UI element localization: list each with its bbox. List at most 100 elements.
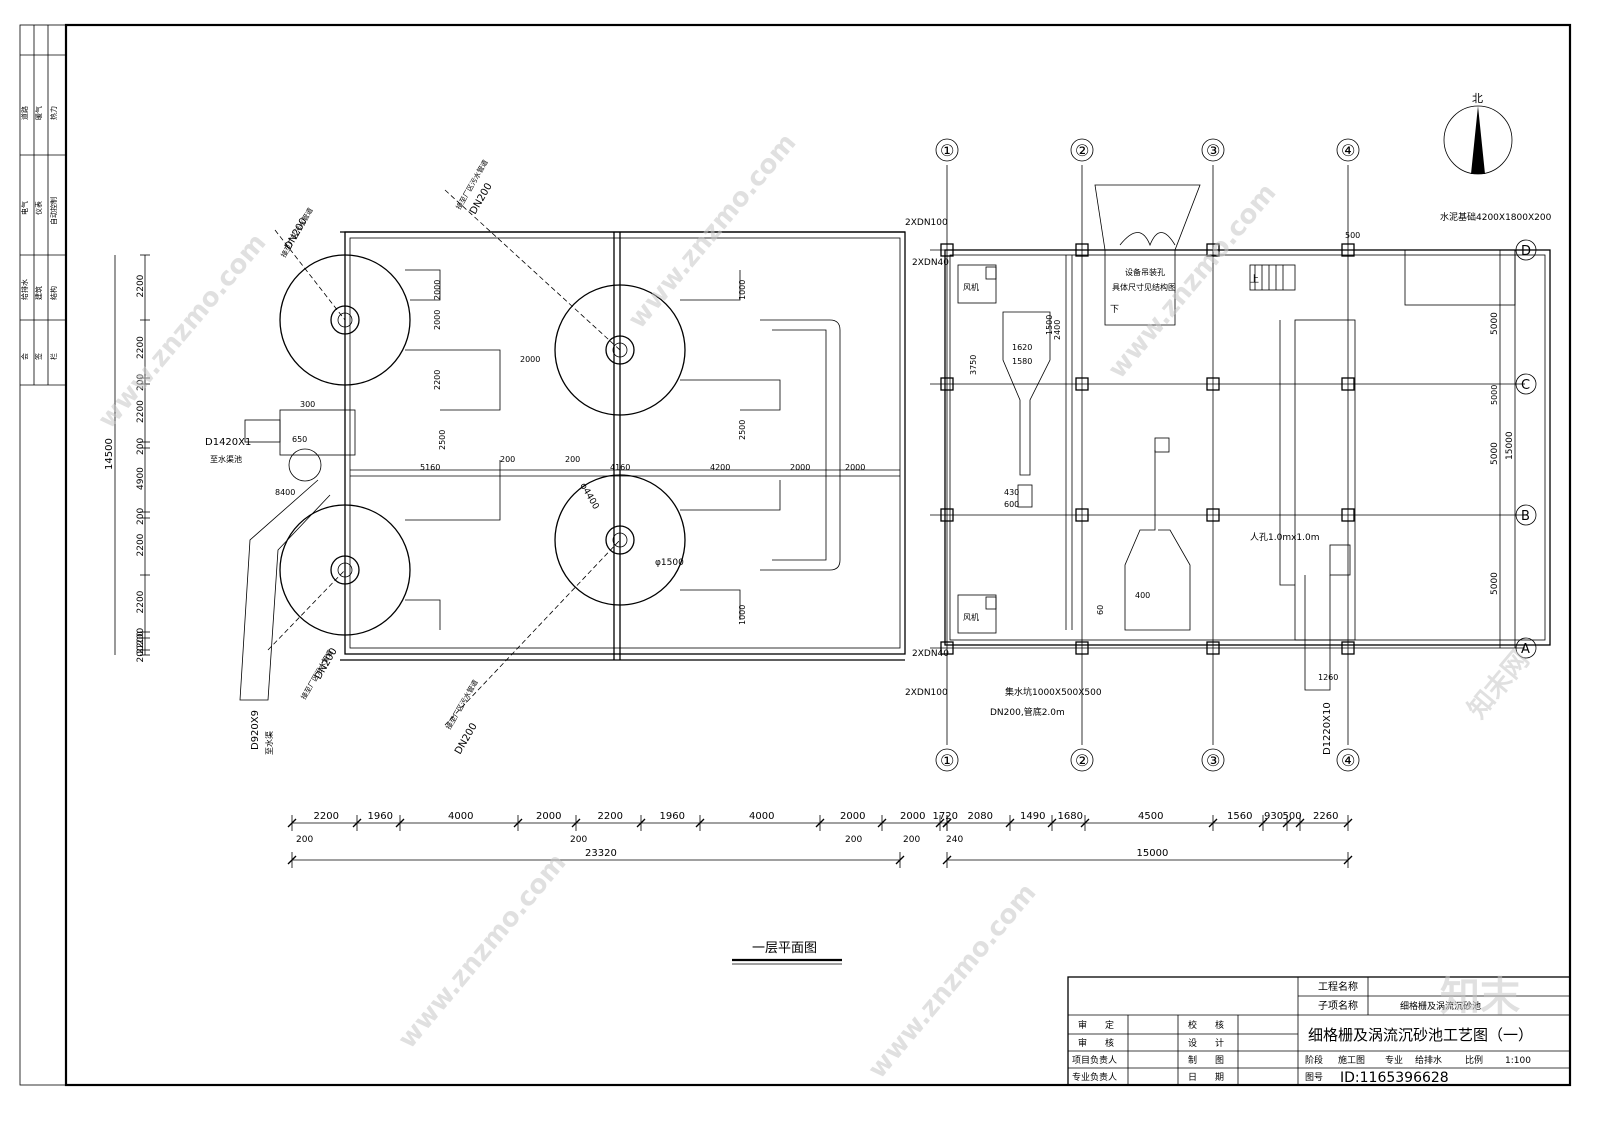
inner-dim-17: 1260 [1318,673,1338,682]
drawing-no-label: 图号 [1305,1072,1323,1083]
logo: 知末 [1440,974,1520,1020]
axis-label-4-bottom: ④ [1341,751,1355,770]
inner-dim-25: 400 [1135,591,1150,600]
inner-dim-2: 2200 [433,370,442,390]
dim-left-vert-7: 2200 [136,533,146,556]
grit-chamber-bottom-left [279,504,411,636]
label-2xdn40-bottom: 2XDN40 [912,649,949,659]
inner-dim-20: 1580 [1012,357,1032,366]
axis-bubble-2-bottom [1070,748,1094,772]
dim-left-vert-1: 2200 [136,336,146,359]
label-phi4400: φ4400 [577,482,600,512]
dim-bottom-left-5: 1960 [660,811,685,822]
dim-left-vert-5: 4900 [136,467,146,490]
axis-label-1-top: ① [940,141,954,160]
dim-left-vert-2: 200 [136,374,146,391]
strip-col1-5: 自动控制 [49,197,58,225]
title-block: 工程名称 子项名称 细格栅及涡流沉砂池 细格栅及涡流沉砂池工艺图（一） 审 定 … [1067,976,1571,1086]
dim-bottom-left-8: 2000 [900,811,925,822]
axis-bubble-1-top [935,138,959,162]
inner-dim-11: 200 [565,455,580,464]
dim-bottom-right-6: 500 [1283,811,1302,822]
dim-bottom-left-4: 2200 [598,811,623,822]
discipline-value: 给排水 [1415,1054,1442,1066]
sub-item-label: 子项名称 [1318,999,1358,1012]
label-equipment2: 具体尺寸见结构图 [1112,282,1176,292]
strip-col1-4: 仪表 [34,201,43,215]
label-d1220: D1220X10 [1322,702,1333,755]
axis-bubble-A [1515,637,1537,659]
axis-bubble-4-bottom [1336,748,1360,772]
label-up: 上 [1250,274,1259,285]
inner-dim-13: 2500 [738,420,747,440]
inner-dim-21: 430 [1004,488,1019,497]
role-2-a: 项目负责人 [1072,1054,1117,1066]
inner-dim-12: 1000 [738,280,747,300]
inner-dim-16: 8400 [275,488,295,497]
axis-label-3-bottom: ③ [1206,751,1220,770]
dim-right-vert-0: 5000 [1490,312,1500,335]
inner-dim-5: 4160 [610,463,630,472]
strip-col3-2: 栏 [49,353,58,360]
sub-item-value: 细格栅及涡流沉砂池 [1400,1000,1481,1012]
axis-bubble-4-top [1336,138,1360,162]
strip-col1-1: 暖气 [34,106,43,120]
watermark-1: www.znzmo.com [92,228,272,434]
role-0-b: 校 核 [1188,1019,1224,1031]
axis-label-D: D [1521,244,1531,259]
dim-left-vert-0: 2200 [136,274,146,297]
dim-left-vert-9: 200 [136,628,146,645]
dim-bottom-left-sub-0: 200 [296,835,313,845]
axis-label-2-top: ② [1075,141,1089,160]
dim-left-vert-8: 2200 [136,590,146,613]
label-down: 下 [1110,305,1119,315]
axis-label-A: A [1521,642,1530,657]
role-2-b: 制 图 [1188,1054,1224,1066]
dim-bottom-left-sub-1: 200 [570,835,587,845]
dim-bottom-right-7: 2260 [1313,811,1338,822]
dim-bottom-left-sub-3: 200 [903,835,920,845]
dim-left-vert-3: 2200 [136,400,146,423]
inner-dim-15: 650 [292,435,307,444]
dim-left-vert-6: 200 [136,508,146,525]
grit-chamber-area [239,189,906,726]
inner-dim-0: 2000 [433,280,442,300]
dim-total-left-0: 23320 [585,848,617,859]
inner-dim-26: 60 [1096,605,1105,615]
dim-bottom-right-0: 2080 [968,811,993,822]
dim-bottom-right-sub: 240 [946,835,963,845]
role-1-b: 设 计 [1188,1037,1224,1049]
fine-screen-bottom [1124,450,1191,631]
drawing-id: ID:1165396628 [1340,1070,1449,1086]
label-d1420: D1420X1 [205,437,251,448]
axis-bubble-2-top [1070,138,1094,162]
label-dn200-bottom: DN200 [453,721,480,756]
inner-dim-28: 5000 [1490,385,1499,405]
dim-left-vert-11: 200 [136,645,146,662]
signature-strip: 道路 暖气 热力 电气 仪表 自动控制 给排水 建筑 结构 会 签 栏 [20,25,66,386]
label-drain: DN200,管底2.0m [990,706,1065,718]
inner-dim-6: 4200 [710,463,730,472]
label-2xdn40-top: 2XDN40 [912,258,949,268]
drawing-title: 细格栅及涡流沉砂池工艺图（一） [1308,1026,1533,1044]
axis-bubble-1-bottom [935,748,959,772]
inner-dim-7: 2000 [790,463,810,472]
north-label: 北 [1472,92,1483,105]
fan-top [957,264,997,304]
dim-bottom-left-1: 1960 [368,811,393,822]
label-sewer-1: 接至厂区污水管道 [279,206,315,259]
watermark-2: www.znzmo.com [622,128,802,334]
dim-bottom-right-4: 1560 [1227,811,1252,822]
watermark-4: www.znzmo.com [392,848,572,1054]
axis-bubble-D [1515,239,1537,261]
inner-dim-19: 1620 [1012,343,1032,352]
role-1-a: 审 核 [1078,1037,1114,1049]
inner-dim-18: 3750 [969,355,978,375]
watermark-5: www.znzmo.com [862,878,1042,1084]
strip-col1-0: 道路 [20,106,29,120]
project-name-label: 工程名称 [1318,980,1358,993]
